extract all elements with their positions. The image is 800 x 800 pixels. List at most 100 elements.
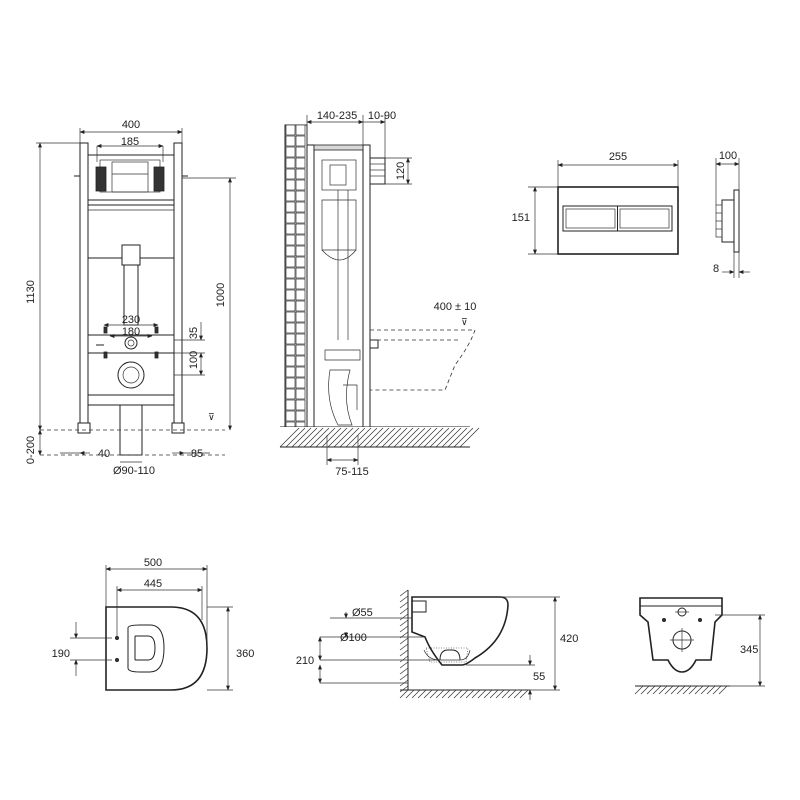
hatch-line: [676, 685, 686, 695]
plate-outline: [557, 186, 679, 255]
brick: [295, 377, 306, 389]
hatch-line: [399, 595, 409, 603]
brick: [295, 300, 306, 312]
frame-side-view: 140-235 10-90 120 400 ± 10 ⊽ 75-115: [279, 110, 480, 478]
brick: [285, 344, 296, 356]
hatch-line: [646, 685, 656, 695]
dim-210: 210: [296, 655, 314, 667]
dim-400-10: 400 ± 10: [434, 301, 477, 313]
dim-420: 420: [560, 633, 578, 645]
hatch-line: [399, 589, 409, 597]
hatch-line: [447, 427, 468, 448]
brick: [285, 168, 296, 180]
brick: [285, 333, 296, 345]
brick: [285, 146, 296, 158]
dim-35: 35: [188, 327, 200, 339]
dim-360: 360: [236, 648, 254, 660]
brick: [295, 245, 306, 257]
floor-hatch-back: [634, 685, 728, 695]
hatch-line: [634, 685, 644, 695]
right-post: [173, 142, 183, 424]
brick: [295, 267, 306, 279]
hatch-line: [393, 427, 414, 448]
brick: [295, 278, 306, 290]
hatch-line: [375, 427, 396, 448]
hatch-line: [640, 685, 650, 695]
toilet-back-outline: [639, 597, 723, 673]
brick: [285, 278, 296, 290]
dim-d100: Ø100: [340, 632, 367, 644]
hatch-line: [483, 689, 493, 699]
hatch-line: [405, 689, 415, 699]
dim-1130: 1130: [25, 280, 37, 304]
flush-plate-side: 100 8: [713, 150, 750, 278]
level-mark-side-icon: ⊽: [461, 317, 468, 327]
hatch-line: [357, 427, 378, 448]
dim-180: 180: [122, 326, 140, 338]
hatch-line: [291, 427, 312, 448]
dim-120: 120: [395, 162, 407, 180]
right-foot: [171, 422, 185, 434]
hatch-line: [399, 619, 409, 627]
brick: [295, 201, 306, 213]
hatch-line: [381, 427, 402, 448]
brick: [285, 300, 296, 312]
brick: [285, 289, 296, 301]
hatch-line: [513, 689, 523, 699]
dim-230: 230: [122, 314, 140, 326]
brick: [285, 267, 296, 279]
hatch-line: [441, 689, 451, 699]
hatch-line: [399, 667, 409, 675]
hatch-line: [712, 685, 722, 695]
brick: [295, 223, 306, 235]
brick: [285, 256, 296, 268]
dim-40: 40: [98, 448, 110, 460]
brick: [285, 399, 296, 411]
brick: [285, 355, 296, 367]
brick: [285, 388, 296, 400]
hatch-line: [279, 427, 300, 448]
hatch-line: [417, 427, 438, 448]
brick: [295, 289, 306, 301]
brick: [285, 201, 296, 213]
hatch-line: [459, 689, 469, 699]
toilet-back-view: 345: [634, 597, 765, 695]
hatch-line: [399, 685, 409, 693]
brick: [295, 311, 306, 323]
brick: [285, 322, 296, 334]
left-post: [79, 142, 89, 424]
hatch-line: [297, 427, 318, 448]
brick: [295, 124, 306, 136]
hatch-line: [489, 689, 499, 699]
frame-front-view: 400 185 1130 1000 230 180 35 100 0-200 4…: [25, 119, 236, 477]
floor-hatch-side: [399, 689, 529, 699]
dim-85: 85: [191, 448, 203, 460]
dim-10-90: 10-90: [368, 110, 396, 122]
brick: [295, 399, 306, 411]
brick: [295, 212, 306, 224]
brick: [285, 190, 296, 202]
hatch-line: [688, 685, 698, 695]
toilet-top-view: 500 445 190 360: [52, 557, 254, 691]
toilet-top-outline: [105, 606, 208, 691]
left-foot: [77, 422, 91, 434]
brick: [295, 234, 306, 246]
hatch-line: [399, 601, 409, 609]
brick: [295, 168, 306, 180]
hatch-line: [658, 685, 668, 695]
hatch-line: [399, 673, 409, 681]
wall-hatch: [399, 589, 409, 693]
brick-wall: [285, 124, 306, 433]
brick: [295, 179, 306, 191]
brick: [295, 410, 306, 422]
brick: [285, 157, 296, 169]
hatch-line: [399, 427, 420, 448]
hatch-line: [315, 427, 336, 448]
dim-100: 100: [188, 351, 200, 369]
brick: [285, 377, 296, 389]
hatch-line: [435, 427, 456, 448]
hatch-line: [477, 689, 487, 699]
hatch-line: [333, 427, 354, 448]
hatch-line: [700, 685, 710, 695]
hatch-line: [351, 427, 372, 448]
